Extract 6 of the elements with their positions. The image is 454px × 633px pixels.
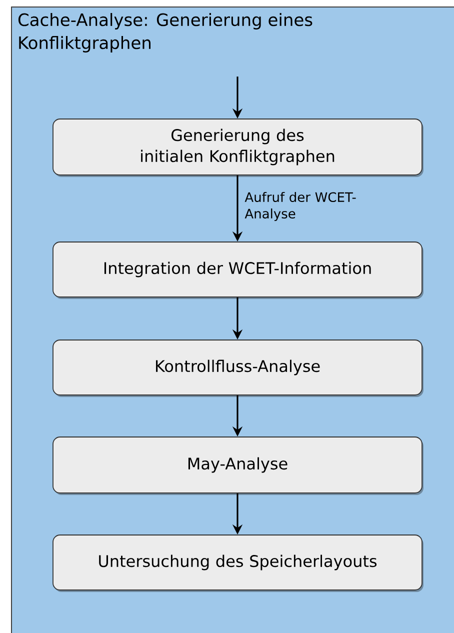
process-box: Generierung des initialen Konfliktgraphen xyxy=(52,118,424,177)
edge-label: Aufruf der WCET-Analyse xyxy=(244,192,356,222)
process-box: May-Analyse xyxy=(52,436,424,495)
process-box: Integration der WCET-Information xyxy=(52,242,424,299)
process-box: Untersuchung des Speicherlayouts xyxy=(52,534,424,592)
process-box: Kontrollfluss-Analyse xyxy=(52,340,424,397)
